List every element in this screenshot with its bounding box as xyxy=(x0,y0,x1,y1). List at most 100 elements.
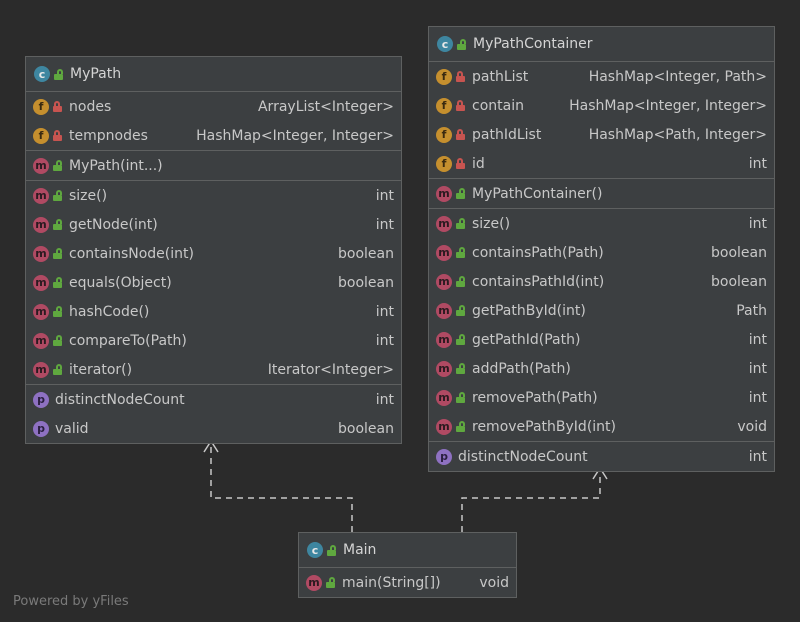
member-name: distinctNodeCount xyxy=(458,448,588,465)
method-row[interactable]: m containsPath(Path) boolean xyxy=(429,238,774,267)
member-name: containsPathId(int) xyxy=(472,273,605,290)
member-name: id xyxy=(472,155,485,172)
method-icon: m xyxy=(33,245,49,262)
member-type: void xyxy=(737,418,767,435)
field-row[interactable]: f nodes ArrayList<Integer> xyxy=(26,92,401,121)
class-name: MyPath xyxy=(70,66,122,82)
member-name: main(String[]) xyxy=(342,574,441,591)
property-row[interactable]: p distinctNodeCount int xyxy=(26,385,401,414)
dependency-line-main-mypathcontainer xyxy=(461,473,601,532)
member-type: HashMap<Integer, Integer> xyxy=(196,127,394,144)
locked-icon xyxy=(53,130,63,141)
method-icon: m xyxy=(436,360,452,377)
method-row[interactable]: m containsPathId(int) boolean xyxy=(429,267,774,296)
method-row[interactable]: m size() int xyxy=(26,181,401,210)
member-name: valid xyxy=(55,420,89,437)
field-row[interactable]: f tempnodes HashMap<Integer, Integer> xyxy=(26,121,401,150)
member-type: int xyxy=(748,331,767,348)
member-type: Path xyxy=(736,302,767,319)
member-type: HashMap<Integer, Integer> xyxy=(569,97,767,114)
constructor-row[interactable]: m MyPath(int...) xyxy=(26,151,401,180)
method-row[interactable]: m containsNode(int) boolean xyxy=(26,239,401,268)
field-row[interactable]: f pathIdList HashMap<Path, Integer> xyxy=(429,120,774,149)
unlocked-icon xyxy=(53,335,63,346)
watermark: Powered by yFiles xyxy=(13,594,129,609)
unlocked-icon xyxy=(53,364,63,375)
member-name: hashCode() xyxy=(69,303,150,320)
class-box-mypathcontainer[interactable]: c MyPathContainer f pathList HashMap<Int… xyxy=(428,26,775,472)
method-row[interactable]: m getPathId(Path) int xyxy=(429,325,774,354)
member-type: boolean xyxy=(338,420,394,437)
member-type: void xyxy=(479,574,509,591)
method-row[interactable]: m addPath(Path) int xyxy=(429,354,774,383)
property-icon: p xyxy=(33,391,49,408)
property-row[interactable]: p distinctNodeCount int xyxy=(429,442,774,471)
unlocked-icon xyxy=(327,544,337,556)
class-header-main[interactable]: c Main xyxy=(299,533,516,568)
class-box-main[interactable]: c Main m main(String[]) void xyxy=(298,532,517,598)
member-name: removePath(Path) xyxy=(472,389,598,406)
member-type: int xyxy=(748,215,767,232)
method-row[interactable]: m getPathById(int) Path xyxy=(429,296,774,325)
method-icon: m xyxy=(33,216,49,233)
method-icon: m xyxy=(306,574,322,591)
method-icon: m xyxy=(436,273,452,290)
unlocked-icon xyxy=(53,248,63,259)
method-row[interactable]: m compareTo(Path) int xyxy=(26,326,401,355)
unlocked-icon xyxy=(54,68,64,80)
method-icon: m xyxy=(436,215,452,232)
unlocked-icon xyxy=(456,363,466,374)
member-name: getNode(int) xyxy=(69,216,158,233)
method-icon: m xyxy=(436,185,452,202)
method-row[interactable]: m equals(Object) boolean xyxy=(26,268,401,297)
property-row[interactable]: p valid boolean xyxy=(26,414,401,443)
member-name: iterator() xyxy=(69,361,133,378)
class-box-mypath[interactable]: c MyPath f nodes ArrayList<Integer> f te… xyxy=(25,56,402,444)
unlocked-icon xyxy=(53,277,63,288)
unlocked-icon xyxy=(53,306,63,317)
field-row[interactable]: f pathList HashMap<Integer, Path> xyxy=(429,62,774,91)
member-name: addPath(Path) xyxy=(472,360,571,377)
field-row[interactable]: f id int xyxy=(429,149,774,178)
field-row[interactable]: f contain HashMap<Integer, Integer> xyxy=(429,91,774,120)
fields-section: f nodes ArrayList<Integer> f tempnodes H… xyxy=(26,92,401,151)
member-name: equals(Object) xyxy=(69,274,172,291)
locked-icon xyxy=(456,129,466,140)
member-name: removePathById(int) xyxy=(472,418,616,435)
unlocked-icon xyxy=(456,247,466,258)
member-type: boolean xyxy=(338,245,394,262)
member-type: int xyxy=(748,448,767,465)
member-type: int xyxy=(748,360,767,377)
method-icon: m xyxy=(436,389,452,406)
method-row[interactable]: m getNode(int) int xyxy=(26,210,401,239)
properties-section: p distinctNodeCount int xyxy=(429,442,774,471)
unlocked-icon xyxy=(456,421,466,432)
method-row[interactable]: m removePath(Path) int xyxy=(429,383,774,412)
constructors-section: m MyPathContainer() xyxy=(429,179,774,209)
member-type: int xyxy=(375,187,394,204)
method-row[interactable]: m hashCode() int xyxy=(26,297,401,326)
method-row[interactable]: m removePathById(int) void xyxy=(429,412,774,441)
member-name: MyPathContainer() xyxy=(472,185,603,202)
unlocked-icon xyxy=(456,188,466,199)
field-icon: f xyxy=(436,126,452,143)
field-icon: f xyxy=(33,98,49,115)
member-name: size() xyxy=(69,187,108,204)
method-row[interactable]: m size() int xyxy=(429,209,774,238)
constructor-row[interactable]: m MyPathContainer() xyxy=(429,179,774,208)
class-header-mypathcontainer[interactable]: c MyPathContainer xyxy=(429,27,774,62)
member-type: int xyxy=(375,332,394,349)
member-type: Iterator<Integer> xyxy=(267,361,394,378)
class-header-mypath[interactable]: c MyPath xyxy=(26,57,401,92)
member-name: nodes xyxy=(69,98,112,115)
method-row[interactable]: m iterator() Iterator<Integer> xyxy=(26,355,401,384)
unlocked-icon xyxy=(53,190,63,201)
field-icon: f xyxy=(436,155,452,172)
method-icon: m xyxy=(33,157,49,174)
member-type: int xyxy=(375,391,394,408)
method-icon: m xyxy=(33,187,49,204)
methods-section: m size() int m containsPath(Path) boolea… xyxy=(429,209,774,442)
field-icon: f xyxy=(33,127,49,144)
method-row[interactable]: m main(String[]) void xyxy=(299,568,516,597)
methods-section: m size() int m getNode(int) int m contai… xyxy=(26,181,401,385)
